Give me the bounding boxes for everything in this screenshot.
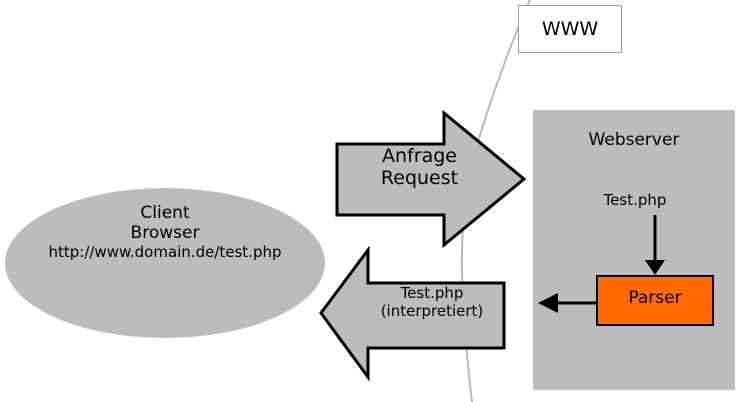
response-arrow-label-line1: Test.php [400, 284, 464, 302]
response-arrow-shape [319, 245, 506, 382]
webserver-panel [533, 110, 735, 390]
parser-label: Parser [628, 288, 682, 308]
client-label-line2: Browser [130, 223, 200, 243]
parser-box [596, 275, 714, 326]
www-label: WWW [541, 18, 599, 40]
www-box [518, 5, 622, 53]
request-arrow-label-group: Anfrage Request [337, 145, 502, 189]
request-arrow-label-line1: Anfrage [382, 145, 457, 167]
testphp-to-parser-arrowhead [645, 260, 665, 275]
response-arrow-label-group: Test.php (interpretiert) [352, 284, 512, 320]
client-ellipse [5, 188, 325, 338]
request-arrow-label-line2: Request [380, 167, 459, 189]
webserver-title: Webserver [588, 130, 680, 150]
webserver-file-label: Test.php [603, 191, 667, 209]
client-label-line1: Client [140, 203, 190, 223]
client-url-label: http://www.domain.de/test.php [48, 243, 282, 261]
request-arrow-shape [335, 109, 527, 249]
parser-output-arrowhead [538, 293, 558, 313]
client-label-group: Client Browser http://www.domain.de/test… [5, 203, 325, 261]
response-arrow-label-line2: (interpretiert) [380, 302, 484, 320]
